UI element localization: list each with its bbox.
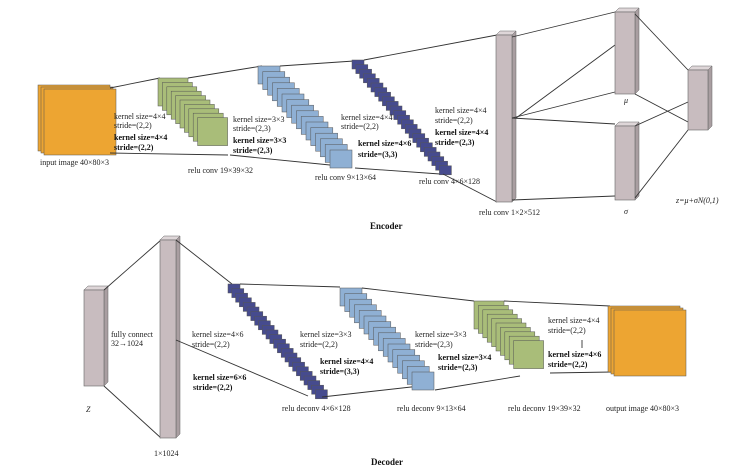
- enc-link-line: [511, 117, 616, 125]
- fully-connect-label: fully connect 32→1024: [111, 330, 153, 348]
- enc-link-line: [634, 93, 689, 123]
- decoder-title: Decoder: [371, 457, 403, 467]
- fc-bar-side: [175, 235, 181, 439]
- dec4-kernel-bold: kernel size=4×6: [548, 350, 602, 359]
- dec1-stride-top: stride=(2,2): [192, 340, 230, 349]
- sigma-bar: [614, 125, 636, 201]
- enc-link-line: [187, 65, 263, 79]
- enc-link-line: [279, 60, 355, 67]
- output-image-slice: [613, 309, 687, 377]
- fc-size-label: 1×1024: [154, 449, 179, 458]
- enc2-kernel-bold: kernel size=3×3: [233, 136, 287, 145]
- dec-link-line: [434, 375, 521, 391]
- z-bar-side: [707, 65, 713, 131]
- dec4-kernel-top: kernel size=4×4: [548, 316, 600, 325]
- enc-link-line: [634, 129, 689, 199]
- decoder-z-bar-side: [103, 285, 109, 387]
- enc2-kernel-top: kernel size=3×3: [233, 115, 285, 124]
- decoder-z-bar: [83, 289, 105, 387]
- enc4-stride-bold: stride=(2,3): [435, 138, 475, 147]
- enc1-kernel-bold: kernel size=4×4: [114, 133, 168, 142]
- enc-link-line: [442, 173, 498, 203]
- dec3-stride-bold: stride=(2,3): [438, 363, 478, 372]
- enc-link-line: [511, 195, 616, 201]
- enc-link-line: [511, 11, 616, 38]
- dec4-stride-bold: stride=(2,2): [548, 360, 588, 369]
- enc3-stride-bold: stride=(3,3): [358, 150, 398, 159]
- dec2-stride-bold: stride=(3,3): [320, 367, 360, 376]
- enc4-kernel-bold: kernel size=4×4: [435, 128, 489, 137]
- enc-conv4-bar: [495, 34, 513, 203]
- enc-link-line: [515, 44, 616, 119]
- mu-bar-side: [634, 7, 640, 95]
- enc3-size-label: relu conv 4×6×128: [419, 177, 481, 186]
- input-image-label: input image 40×80×3: [40, 158, 110, 167]
- fc-bar: [159, 239, 177, 439]
- dec4-stride-top: stride=(2,2): [548, 326, 586, 335]
- dec-deconv2-slice: [411, 371, 435, 391]
- input-image-slice: [43, 88, 117, 156]
- enc-link-line: [634, 101, 689, 127]
- mu-bar: [614, 11, 636, 95]
- enc-link-line: [363, 34, 498, 61]
- enc-conv2-slice: [329, 149, 353, 169]
- dec-link-line: [103, 239, 162, 291]
- encoder-title: Encoder: [370, 221, 403, 231]
- mu-label: μ: [624, 96, 629, 105]
- enc-link-line: [511, 91, 616, 119]
- dec-link-line: [361, 287, 475, 302]
- dec-link-line: [503, 300, 611, 307]
- dec1-size-label: relu deconv 4×6×128: [282, 404, 351, 413]
- dec-link-line: [239, 283, 341, 288]
- enc1-stride-top: stride=(2,2): [114, 121, 152, 130]
- enc-link-line: [634, 13, 689, 71]
- dec1-stride-bold: stride=(2,2): [193, 383, 233, 392]
- dec3-kernel-top: kernel size=3×3: [415, 330, 467, 339]
- dec-link-line: [321, 385, 421, 398]
- dec2-kernel-bold: kernel size=4×4: [320, 357, 374, 366]
- enc3-kernel-bold: kernel size=4×6: [358, 139, 412, 148]
- enc-link-line: [109, 152, 229, 156]
- enc3-stride-top: stride=(2,2): [341, 122, 379, 131]
- enc1-size-label: relu conv 19×39×32: [188, 166, 254, 175]
- enc4-stride-top: stride=(2,2): [435, 116, 473, 125]
- enc1-kernel-top: kernel size=4×4: [114, 112, 166, 121]
- enc-conv4-bar-side: [511, 30, 517, 203]
- decoder-z-label: Z: [86, 405, 91, 414]
- sigma-bar-side: [634, 121, 640, 201]
- enc4-size-label: relu conv 1×2×512: [479, 208, 541, 217]
- dec-link-line: [103, 385, 162, 439]
- enc1-stride-bold: stride=(2,2): [114, 143, 154, 152]
- sigma-label: σ: [624, 207, 628, 216]
- enc-link-line: [229, 154, 341, 167]
- dec3-kernel-bold: kernel size=3×4: [438, 353, 492, 362]
- enc2-stride-top: stride=(2,3): [233, 124, 271, 133]
- enc3-kernel-top: kernel size=4×4: [341, 113, 393, 122]
- dec-deconv1-slice: [315, 389, 328, 400]
- enc-link-line: [354, 167, 441, 175]
- dec1-kernel-top: kernel size=4×6: [192, 330, 244, 339]
- dec2-stride-top: stride=(2,2): [300, 340, 338, 349]
- enc-conv3-slice: [439, 165, 452, 176]
- enc2-size-label: relu conv 9×13×64: [315, 173, 377, 182]
- dec-deconv3-slice: [513, 340, 544, 369]
- dec3-stride-top: stride=(2,3): [415, 340, 453, 349]
- z-formula-label: z=μ+σN(0,1): [676, 196, 719, 205]
- dec2-size-label: relu deconv 9×13×64: [397, 404, 466, 413]
- dec-link-line: [549, 371, 613, 374]
- dec1-kernel-bold: kernel size=6×6: [193, 373, 247, 382]
- z-bar: [687, 69, 709, 131]
- enc4-kernel-top: kernel size=4×4: [435, 106, 487, 115]
- enc-conv1-slice: [197, 117, 228, 146]
- dec-link-line: [175, 339, 309, 397]
- dec3-size-label: relu deconv 19×39×32: [508, 404, 581, 413]
- dec2-kernel-top: kernel size=3×3: [300, 330, 352, 339]
- dec-link-line: [175, 239, 233, 285]
- enc2-stride-bold: stride=(2,3): [233, 146, 273, 155]
- enc-link-line: [109, 77, 161, 89]
- output-image-label: output image 40×80×3: [606, 404, 680, 413]
